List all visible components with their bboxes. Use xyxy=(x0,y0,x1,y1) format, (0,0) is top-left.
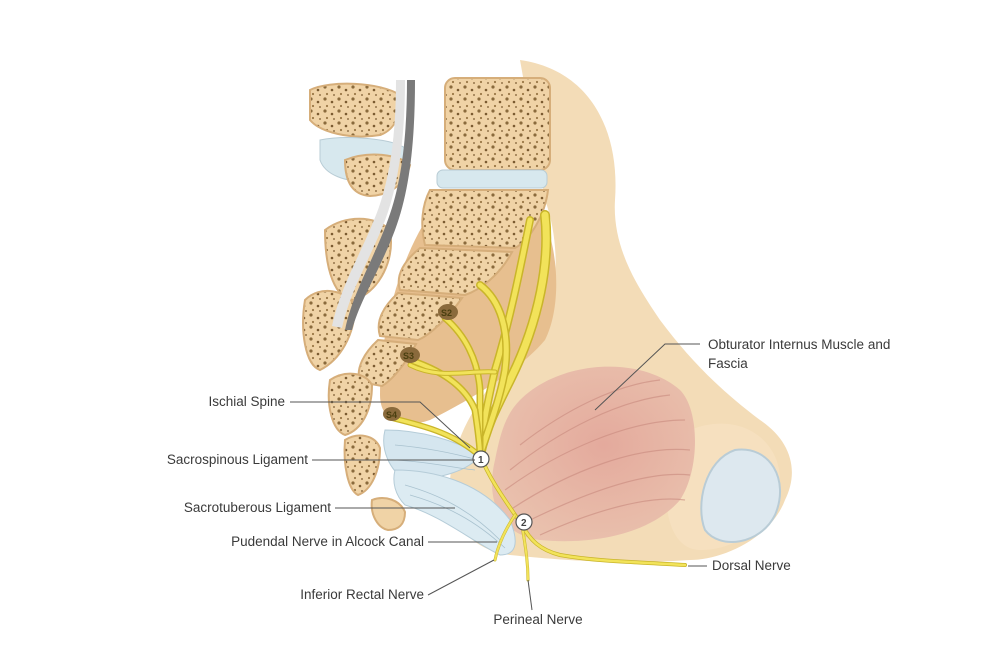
svg-text:2: 2 xyxy=(521,518,527,529)
spinal-canal xyxy=(345,80,415,330)
label-obturator-line2: Fascia xyxy=(708,356,748,371)
svg-text:S2: S2 xyxy=(441,308,452,318)
lumbosacral-disc xyxy=(436,169,548,189)
muscle-fibers xyxy=(504,379,691,536)
marker-2: 2 xyxy=(515,513,533,531)
spinal-canal-lining xyxy=(332,80,405,328)
lumbar-vertebra xyxy=(444,77,551,171)
marker-1: 1 xyxy=(472,450,490,468)
segment-s3: S3 xyxy=(400,347,420,363)
segment-s2: S2 xyxy=(438,304,458,320)
label-pudendal-nerve: Pudendal Nerve in Alcock Canal xyxy=(231,534,424,549)
sacral-nerve-roots xyxy=(389,210,552,460)
label-sacrospinous-ligament: Sacrospinous Ligament xyxy=(167,452,308,467)
sacral-vertebra-1 xyxy=(421,189,550,250)
obturator-internus-muscle xyxy=(492,366,695,542)
label-dorsal-nerve: Dorsal Nerve xyxy=(712,558,791,573)
label-ischial-spine: Ischial Spine xyxy=(208,394,285,409)
segment-s4: S4 xyxy=(383,407,401,421)
label-obturator-line1: Obturator Internus Muscle and xyxy=(708,337,890,352)
pudendal-nerve xyxy=(478,453,687,582)
label-perineal-nerve: Perineal Nerve xyxy=(493,612,582,627)
ligament-fibers xyxy=(394,444,506,549)
svg-text:S4: S4 xyxy=(386,410,397,420)
label-sacrotuberous-ligament: Sacrotuberous Ligament xyxy=(184,500,331,515)
svg-text:S3: S3 xyxy=(403,351,414,361)
svg-text:1: 1 xyxy=(478,455,484,466)
label-inferior-rectal-nerve: Inferior Rectal Nerve xyxy=(300,587,424,602)
leader-lines xyxy=(290,343,707,611)
tuberosity-cartilage xyxy=(700,448,781,543)
